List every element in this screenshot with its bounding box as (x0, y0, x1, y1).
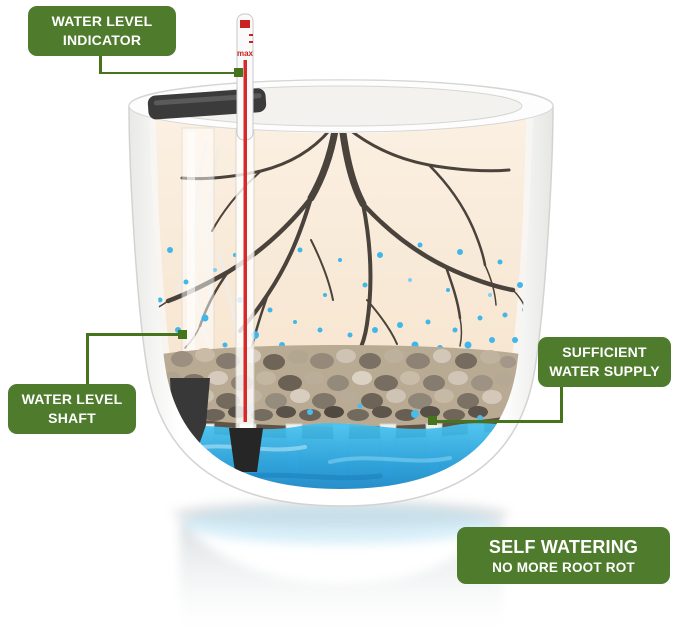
water-level-shaft-graphic (181, 127, 215, 385)
connector-indicator-horizontal (99, 71, 239, 74)
label-line: NO MORE ROOT ROT (492, 559, 635, 575)
label-line: WATER SUPPLY (549, 363, 660, 379)
connector-shaft-horizontal (86, 333, 182, 336)
indicator-float (229, 428, 263, 472)
label-line: SHAFT (48, 410, 96, 426)
connector-indicator-vertical (99, 54, 102, 74)
self-watering-label: SELF WATERING NO MORE ROOT ROT (457, 527, 670, 584)
water-level-shaft-label: WATER LEVEL SHAFT (8, 384, 136, 434)
label-line: SELF WATERING (488, 536, 639, 557)
connector-supply-endpoint (428, 416, 437, 425)
connector-indicator-endpoint (234, 68, 243, 77)
connector-shaft-vertical (86, 333, 89, 385)
sufficient-water-supply-label: SUFFICIENT WATER SUPPLY (538, 337, 671, 387)
max-label: max (237, 49, 254, 58)
label-line: WATER LEVEL (51, 13, 153, 29)
pot-reflection (173, 500, 509, 640)
connector-shaft-endpoint (178, 330, 187, 339)
label-line: WATER LEVEL (21, 391, 123, 407)
label-line: INDICATOR (62, 32, 142, 48)
connector-supply-horizontal (437, 420, 563, 423)
water-level-indicator-graphic: max (236, 13, 254, 422)
label-line: SUFFICIENT (562, 344, 647, 360)
water-level-indicator-label: WATER LEVEL INDICATOR (28, 6, 176, 56)
connector-supply-vertical (560, 385, 563, 422)
